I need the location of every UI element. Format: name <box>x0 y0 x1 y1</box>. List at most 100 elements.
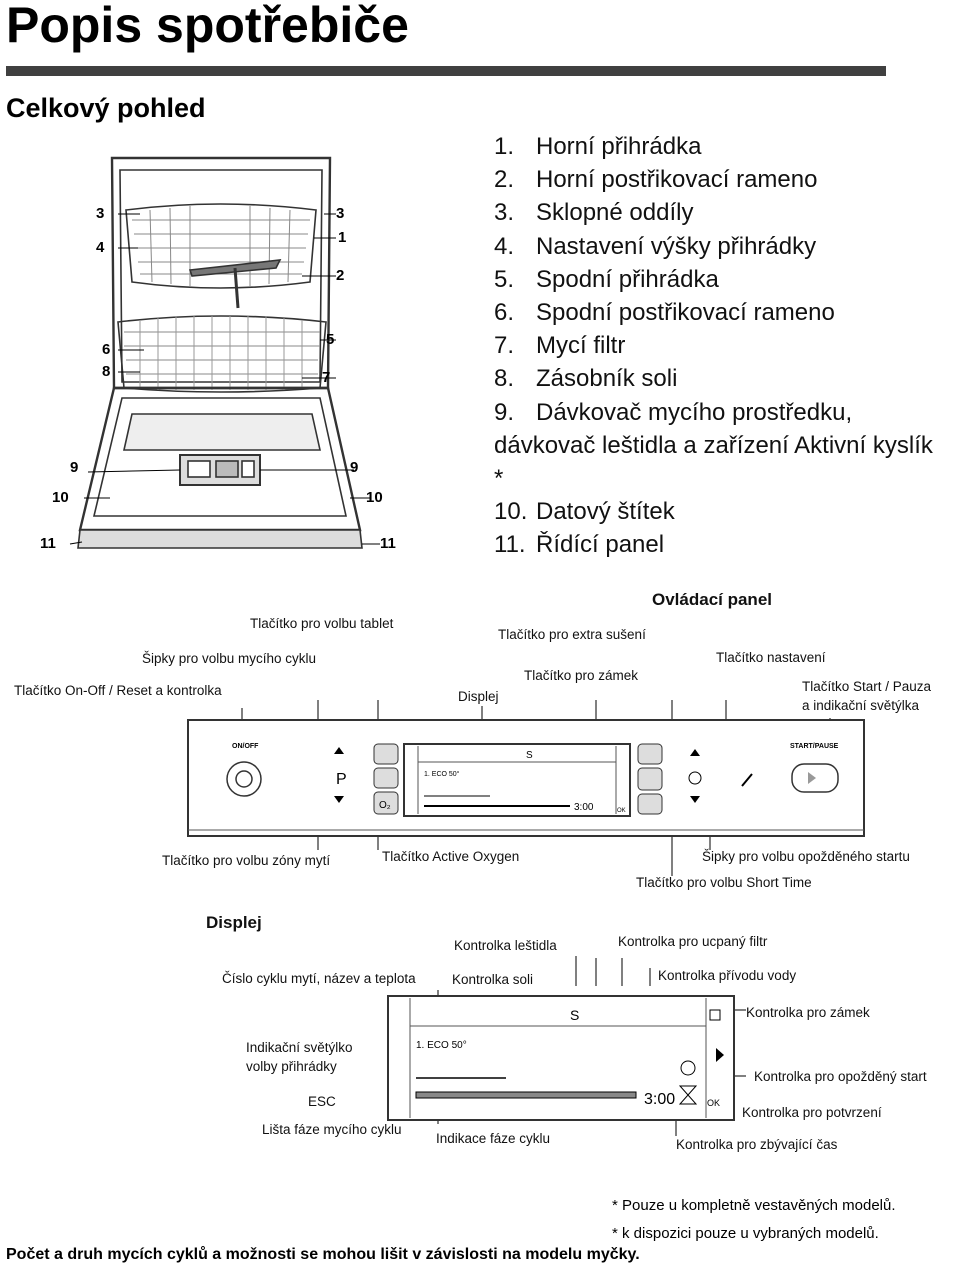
callout-left: 11 <box>40 535 56 552</box>
list-item: 6.Spodní postřikovací rameno <box>494 299 835 327</box>
label-zone: Tlačítko pro volbu zóny mytí <box>162 853 331 868</box>
panel-display <box>403 743 631 817</box>
dishwasher-illustration: 3 4 6 8 9 10 11 3 1 2 5 7 9 10 11 <box>40 156 396 552</box>
list-item: 8.Zásobník soli <box>494 365 678 393</box>
display-cycle-text: 1. ECO 50° <box>416 1040 467 1051</box>
callout-left: 8 <box>102 363 110 380</box>
footnote-model-variation: Počet a druh mycích cyklů a možnosti se … <box>6 1246 640 1263</box>
panel-display-time: 3:00 <box>574 802 594 813</box>
list-item: 3.Sklopné oddíly <box>494 199 694 227</box>
callout-left: 4 <box>96 239 105 256</box>
label-phase-indication: Indikace fáze cyklu <box>436 1131 551 1146</box>
label-delay: Kontrolka pro opožděný start <box>754 1069 927 1084</box>
list-item: 1.Horní přihrádka <box>494 133 702 160</box>
label-extra-dry: Tlačítko pro extra sušení <box>498 627 646 642</box>
extra-dry-button[interactable] <box>637 767 663 791</box>
label-start-pause: Tlačítko Start / Pauza <box>802 679 932 694</box>
display-screen <box>387 995 735 1121</box>
display-illustration: S 1. ECO 50° 3:00 OK <box>387 956 746 1136</box>
list-item: 4.Nastavení výšky přihrádky <box>494 232 817 260</box>
salt-indicator: S <box>526 750 533 761</box>
footnote-selected-models: * k dispozici pouze u vybraných modelů. <box>612 1225 879 1242</box>
clock-icon <box>688 771 702 785</box>
oxygen-text: O₂ <box>379 800 391 811</box>
list-item-continuation: dávkovač leštidla a zařízení Aktivní kys… <box>494 431 933 459</box>
lock-button[interactable] <box>637 743 663 765</box>
salt-icon: S <box>570 1007 579 1023</box>
list-item: 10.Datový štítek <box>494 498 675 526</box>
onoff-text: ON/OFF <box>232 743 259 750</box>
label-basket-line2: volby přihrádky <box>246 1059 337 1074</box>
title-divider <box>6 66 886 76</box>
control-panel-illustration: ON/OFF P O₂ S 1. ECO 50° 3:00 OK START/P… <box>187 700 865 876</box>
callout-right: 10 <box>366 489 383 506</box>
short-time-button[interactable] <box>637 793 663 815</box>
start-pause-text: START/PAUSE <box>790 743 839 750</box>
label-lock: Tlačítko pro zámek <box>524 668 639 683</box>
hourglass-icon <box>678 1085 698 1105</box>
label-display-lock: Kontrolka pro zámek <box>746 1005 870 1020</box>
label-settings: Tlačítko nastavení <box>716 650 826 665</box>
label-rinse: Kontrolka leštidla <box>454 938 557 953</box>
callout-left: 10 <box>52 489 69 506</box>
list-item: 11.Řídící panel <box>494 531 665 559</box>
display-section-title: Displej <box>206 913 262 932</box>
up-arrow-icon[interactable] <box>334 747 344 754</box>
label-active-oxygen: Tlačítko Active Oxygen <box>382 849 520 864</box>
display-time-text: 3:00 <box>644 1091 675 1108</box>
play-pause-icon <box>808 772 816 784</box>
callout-right: 3 <box>336 205 344 222</box>
label-short-time: Tlačítko pro volbu Short Time <box>636 875 812 890</box>
wrench-icon[interactable] <box>741 773 753 787</box>
parts-list: 1.Horní přihrádka 2.Horní postřikovací r… <box>494 130 960 562</box>
callout-left: 9 <box>70 459 78 476</box>
panel-display-cycle: 1. ECO 50° <box>424 770 460 778</box>
label-phase-bar: Lišta fáze mycího cyklu <box>262 1122 402 1137</box>
display-ok-text: OK <box>707 1098 720 1108</box>
label-basket: Indikační světýlko <box>246 1040 353 1055</box>
list-item: 9.Dávkovač mycího prostředku, <box>494 398 853 426</box>
footnote-built-in: * Pouze u kompletně vestavěných modelů. <box>612 1197 896 1214</box>
label-water: Kontrolka přívodu vody <box>658 968 797 983</box>
label-cycle-arrows: Šipky pro volbu mycího cyklu <box>142 651 317 666</box>
program-text: P <box>336 771 347 788</box>
list-item: 2.Horní postřikovací rameno <box>494 166 818 194</box>
label-remaining: Kontrolka pro zbývající čas <box>676 1137 838 1152</box>
callout-right: 7 <box>322 369 330 386</box>
delay-down-arrow-icon[interactable] <box>690 796 700 803</box>
list-item-continuation: * <box>494 465 504 493</box>
zone-button[interactable] <box>373 767 399 789</box>
callout-right: 5 <box>326 331 334 348</box>
list-item: 7.Mycí filtr <box>494 332 626 360</box>
label-confirm: Kontrolka pro potvrzení <box>742 1105 882 1120</box>
label-esc: ESC <box>308 1094 336 1109</box>
section-heading-overview: Celkový pohled <box>6 93 206 123</box>
callout-left: 3 <box>96 205 104 222</box>
down-arrow-icon[interactable] <box>334 796 344 803</box>
label-salt: Kontrolka soli <box>452 972 534 987</box>
label-onoff: Tlačítko On-Off / Reset a kontrolka <box>14 683 222 698</box>
clock-icon <box>680 1060 696 1076</box>
list-item: 5.Spodní přihrádka <box>494 265 719 293</box>
callout-left: 6 <box>102 341 110 358</box>
label-cycle-info: Číslo cyklu mytí, název a teplota <box>222 971 416 986</box>
phase-bar <box>415 1091 637 1099</box>
panel-display-ok: OK <box>617 808 626 814</box>
callout-right: 11 <box>380 535 396 552</box>
tablet-button[interactable] <box>373 743 399 765</box>
label-start-pause-line2: a indikační světýlka <box>802 698 920 713</box>
delay-up-arrow-icon[interactable] <box>690 749 700 756</box>
callout-right: 1 <box>338 229 346 246</box>
lock-icon <box>709 1009 721 1021</box>
callout-right: 9 <box>350 459 358 476</box>
label-filter: Kontrolka pro ucpaný filtr <box>618 934 768 949</box>
power-icon <box>235 770 253 788</box>
control-panel-title: Ovládací panel <box>652 590 772 609</box>
power-button[interactable] <box>226 761 262 797</box>
label-tablet: Tlačítko pro volbu tablet <box>250 616 394 631</box>
callout-right: 2 <box>336 267 344 284</box>
label-display: Displej <box>458 689 499 704</box>
page-title: Popis spotřebiče <box>6 0 409 53</box>
label-delay-arrows: Šipky pro volbu opožděného startu <box>702 849 910 864</box>
active-oxygen-button[interactable] <box>373 791 399 815</box>
